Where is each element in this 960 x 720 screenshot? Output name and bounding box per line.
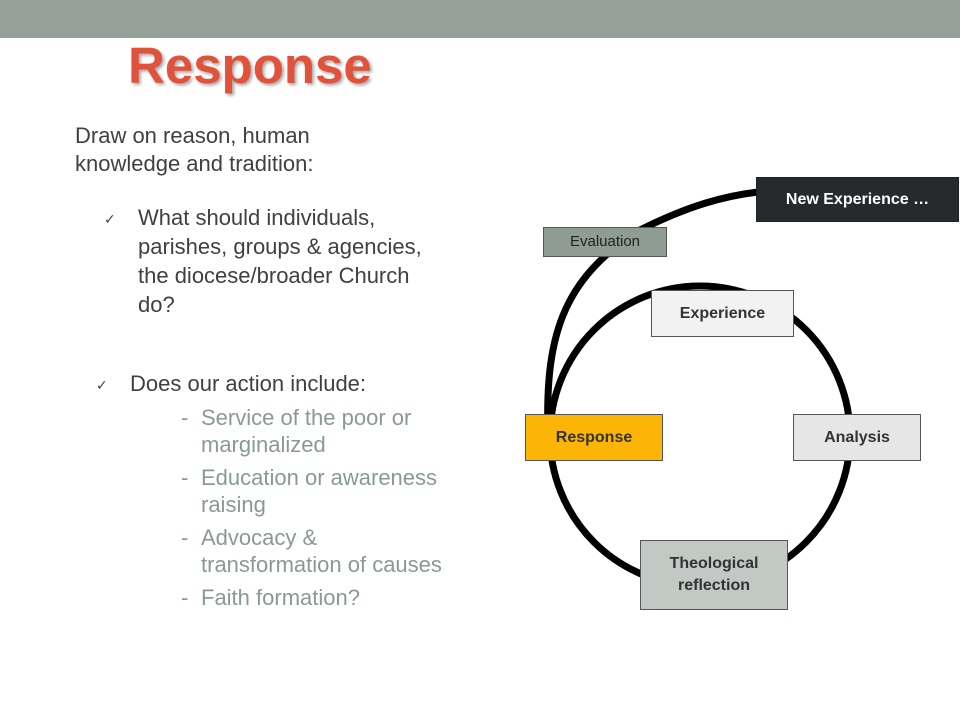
sub-bullet-text: Advocacy & transformation of causes (201, 525, 442, 577)
analysis-box: Analysis (793, 414, 921, 461)
intro-text: Draw on reason, human knowledge and trad… (75, 123, 314, 176)
sub-bullet-text: Service of the poor or marginalized (201, 405, 412, 457)
sub-bullet: -Service of the poor or marginalized (181, 404, 451, 458)
response-box: Response (525, 414, 663, 461)
check-bullet-text: What should individuals, parishes, group… (138, 205, 422, 317)
check-icon: ✓ (96, 377, 108, 393)
experience-box: Experience (651, 290, 794, 337)
check-bullet-text: Does our action include: (130, 371, 367, 396)
dash-marker: - (181, 465, 189, 490)
check-icon: ✓ (104, 211, 116, 227)
dash-marker: - (181, 525, 189, 550)
evaluation-box: Evaluation (543, 227, 667, 257)
dash-marker: - (181, 405, 189, 430)
sub-bullet-text: Faith formation? (201, 585, 360, 610)
sub-bullet-text: Education or awareness raising (201, 465, 438, 517)
dash-marker: - (181, 585, 189, 610)
top-bar (0, 0, 960, 38)
sub-bullet: -Advocacy & transformation of causes (181, 524, 451, 578)
sub-bullet: -Faith formation? (181, 584, 451, 611)
sub-bullet: -Education or awareness raising (181, 464, 451, 518)
new-experience-box: New Experience … (756, 177, 959, 222)
slide-title: Response (128, 37, 372, 94)
action-sub-list: -Service of the poor or marginalized -Ed… (181, 404, 451, 617)
theological-reflection-box: Theological reflection (640, 540, 788, 610)
